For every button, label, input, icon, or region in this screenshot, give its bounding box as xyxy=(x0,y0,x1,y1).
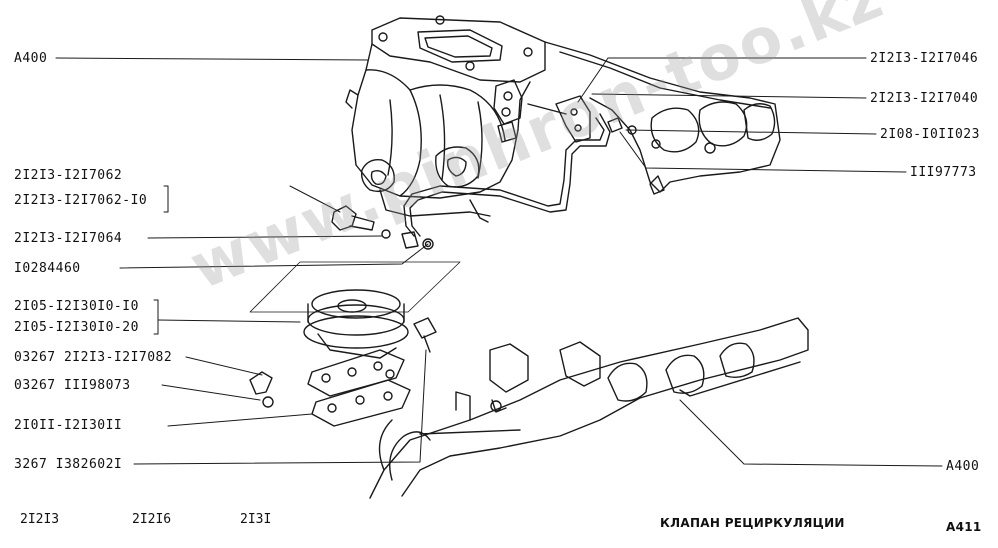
leader-lines xyxy=(55,57,943,467)
label-part-2I0II-I2I30II: 2I0II-I2I30II xyxy=(14,418,123,433)
label-part-03267-III98073: 03267 III98073 xyxy=(14,378,131,393)
footer-page-code: A411 xyxy=(946,520,982,534)
label-a400-right: A400 xyxy=(946,459,980,474)
footer-title: КЛАПАН РЕЦИРКУЛЯЦИИ xyxy=(660,516,845,530)
egr-valve xyxy=(249,261,461,427)
manifold-right xyxy=(544,41,781,195)
footer-model-2: 2I2I6 xyxy=(132,512,172,527)
label-part-2I05-I2I30I0-I0: 2I05-I2I30I0-I0 xyxy=(14,299,139,314)
recirculation-tube xyxy=(403,95,611,237)
footer-model-3: 2I3I xyxy=(240,512,272,527)
label-part-2I2I3-I2I7064: 2I2I3-I2I7064 xyxy=(14,231,123,246)
footer-model-1: 2I2I3 xyxy=(20,512,60,527)
label-part-2I05-I2I30I0-20: 2I05-I2I30I0-20 xyxy=(14,320,139,335)
label-part-III97773: III97773 xyxy=(910,165,977,180)
label-part-2I2I3-I2I7040: 2I2I3-I2I7040 xyxy=(870,91,979,106)
label-part-3267-I382602I: 3267 I382602I xyxy=(14,457,123,472)
label-part-2I08-I0II023: 2I08-I0II023 xyxy=(880,127,980,142)
label-part-2I2I3-I2I7062: 2I2I3-I2I7062 xyxy=(14,168,123,183)
manifold-lower xyxy=(369,317,809,499)
label-part-2I2I3-I2I7062-I0: 2I2I3-I2I7062-I0 xyxy=(14,193,148,208)
label-part-2I2I3-I2I7046: 2I2I3-I2I7046 xyxy=(870,51,979,66)
manifold-upper xyxy=(345,15,546,223)
label-part-I0284460: I0284460 xyxy=(14,261,81,276)
label-part-03267-2I2I3-I2I7082: 03267 2I2I3-I2I7082 xyxy=(14,350,173,365)
label-a400-left: A400 xyxy=(14,51,48,66)
